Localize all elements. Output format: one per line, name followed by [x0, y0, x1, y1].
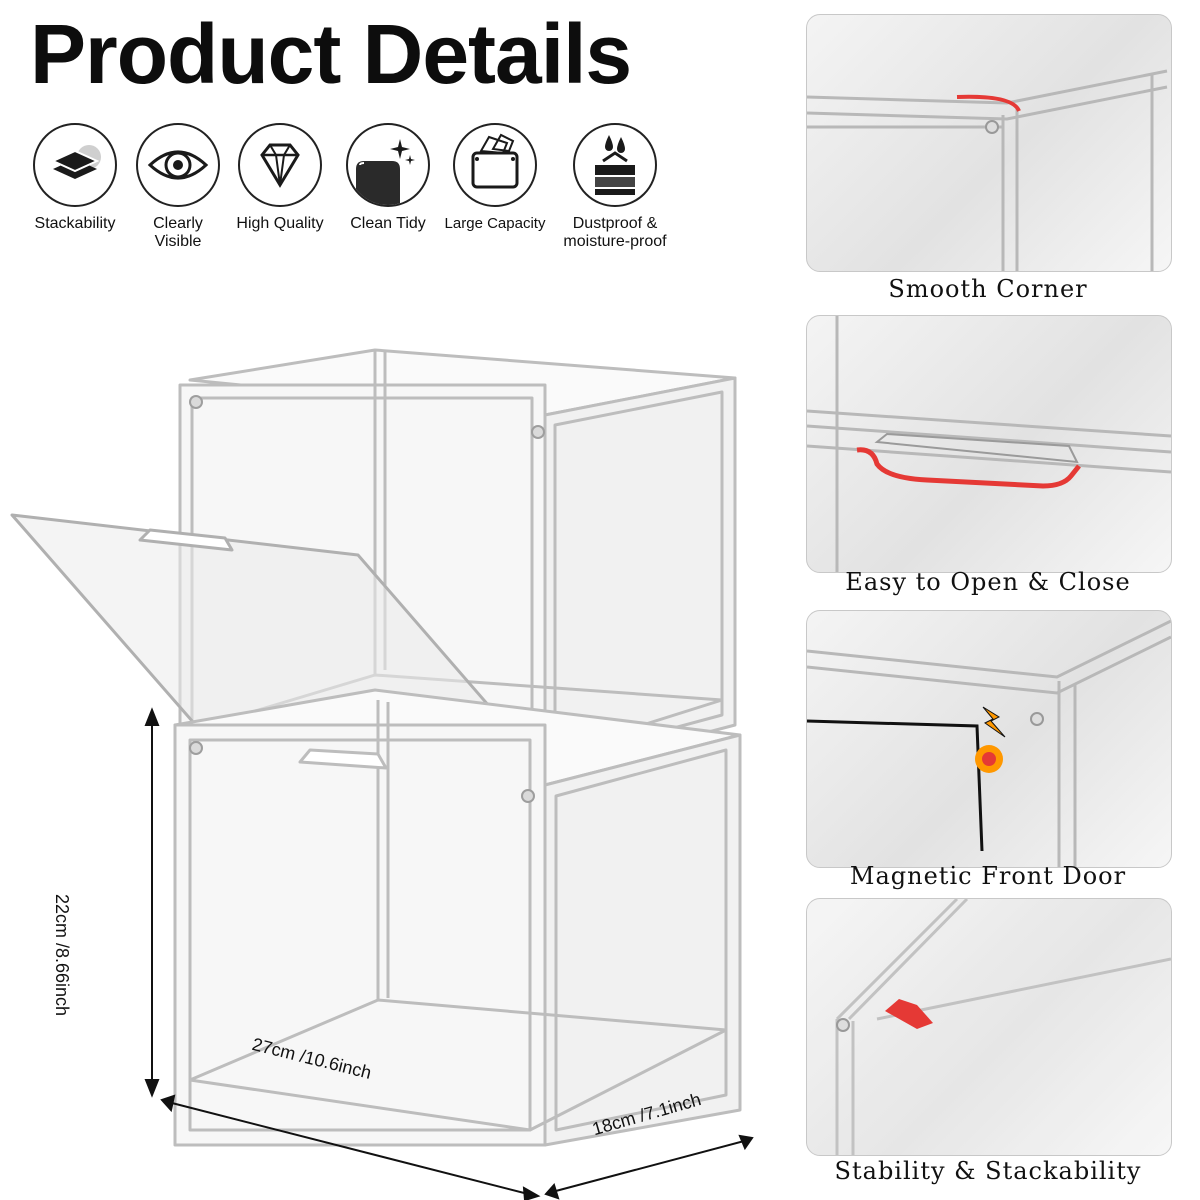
stacked-shoe-boxes-illustration: [10, 348, 754, 1200]
detail-caption: Smooth Corner: [888, 275, 1088, 303]
feature-label: Stackability: [34, 215, 116, 232]
droplet-layers-icon: [573, 123, 657, 207]
detail-photo-smooth-corner: [806, 14, 1172, 272]
eye-icon: [136, 123, 220, 207]
feature-label: Clean Tidy: [350, 215, 426, 232]
detail-caption: Stability & Stackability: [834, 1157, 1142, 1185]
detail-photo-easy-open: [806, 315, 1172, 573]
box-capacity-icon: [453, 123, 537, 207]
layers-icon: [33, 123, 117, 207]
detail-photo-magnetic-door: [806, 610, 1172, 868]
height-dimension-label: 22cm /8.66inch: [52, 894, 72, 1017]
feature-large-capacity: Large Capacity: [435, 123, 555, 233]
detail-caption: Magnetic Front Door: [849, 862, 1127, 890]
feature-label: Dustproof & moisture-proof: [563, 215, 667, 250]
diamond-icon: [238, 123, 322, 207]
feature-label: Clearly Visible: [153, 215, 203, 250]
page-title: Product Details: [30, 7, 632, 101]
sparkle-surface-icon: [346, 123, 430, 207]
feature-clearly-visible: Clearly Visible: [118, 123, 238, 251]
feature-dustproof: Dustproof & moisture-proof: [555, 123, 675, 251]
feature-high-quality: High Quality: [220, 123, 340, 233]
detail-caption: Easy to Open & Close: [845, 568, 1131, 596]
detail-photo-stackability: [806, 898, 1172, 1156]
feature-label: High Quality: [236, 215, 324, 232]
feature-clean-tidy: Clean Tidy: [328, 123, 448, 233]
feature-label: Large Capacity: [444, 215, 546, 232]
feature-stackability: Stackability: [15, 123, 135, 233]
